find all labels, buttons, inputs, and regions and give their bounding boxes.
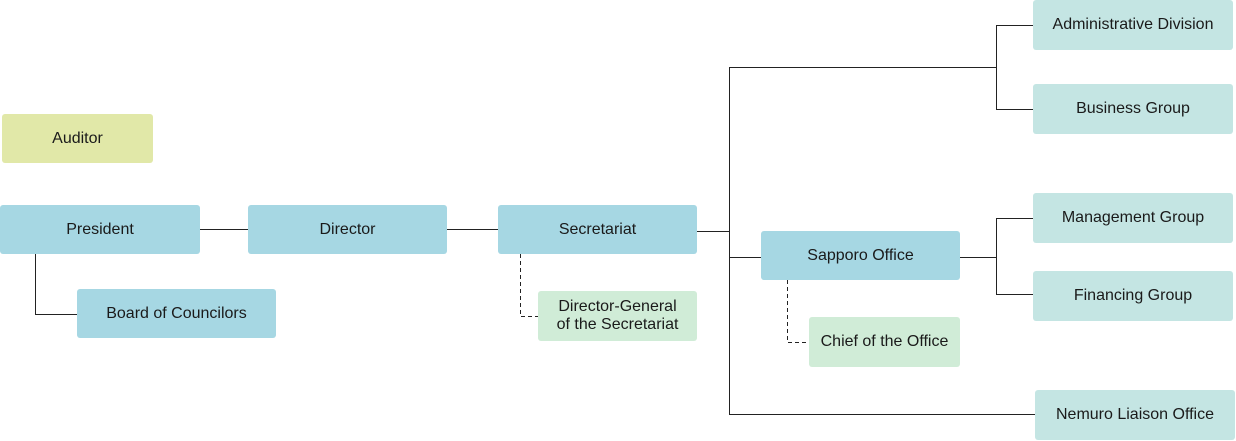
sapporo-office-label: Sapporo Office (807, 246, 914, 264)
administrative-division-label: Administrative Division (1052, 16, 1214, 33)
auditor-box: Auditor (2, 114, 153, 163)
dashed-secretariat-dg (520, 254, 538, 317)
secretariat-box: Secretariat (498, 205, 697, 254)
bracket-management-financing (996, 218, 1033, 295)
financing-group-box: Financing Group (1033, 271, 1233, 321)
nemuro-liaison-office-box: Nemuro Liaison Office (1035, 390, 1235, 440)
chief-of-office-label: Chief of the Office (820, 333, 949, 350)
director-label: Director (319, 220, 376, 238)
director-general-label: Director-General of the Secretariat (556, 298, 679, 333)
chief-of-office-box: Chief of the Office (809, 317, 960, 367)
business-group-box: Business Group (1033, 84, 1233, 134)
board-of-councilors-label: Board of Councilors (106, 304, 247, 322)
president-label: President (66, 220, 134, 238)
administrative-division-box: Administrative Division (1033, 0, 1233, 50)
auditor-label: Auditor (52, 129, 103, 147)
management-group-box: Management Group (1033, 193, 1233, 243)
management-group-label: Management Group (1061, 209, 1205, 226)
business-group-label: Business Group (1076, 100, 1190, 117)
director-general-box: Director-General of the Secretariat (538, 291, 697, 341)
secretariat-label: Secretariat (558, 220, 637, 238)
president-box: President (0, 205, 200, 254)
director-box: Director (248, 205, 447, 254)
nemuro-liaison-office-label: Nemuro Liaison Office (1056, 406, 1214, 423)
line-president-board (35, 254, 77, 315)
bracket-admin-business (996, 25, 1033, 110)
financing-group-label: Financing Group (1073, 287, 1193, 304)
dashed-sapporo-chief (787, 280, 809, 343)
board-of-councilors-box: Board of Councilors (77, 289, 276, 338)
sapporo-office-box: Sapporo Office (761, 231, 960, 280)
